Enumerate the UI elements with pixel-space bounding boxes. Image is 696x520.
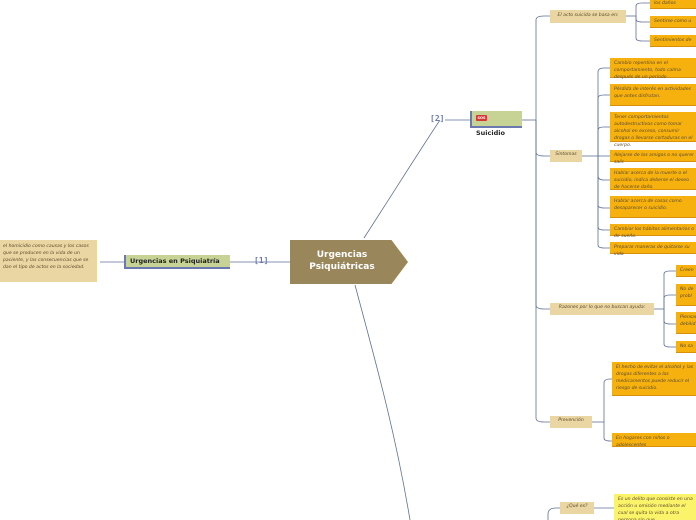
- branch-number-2: [2]: [430, 114, 445, 123]
- acto-item[interactable]: Sentimientos de: [650, 35, 696, 47]
- sintoma-item[interactable]: Cambio repentino en el comportamiento, t…: [610, 58, 696, 80]
- acto-item[interactable]: Sentirse como u: [650, 16, 696, 28]
- sintoma-item[interactable]: Hablar acerca de cosas como desaparecer …: [610, 196, 696, 218]
- razon-item[interactable]: Creen: [676, 265, 696, 277]
- sintoma-item[interactable]: Preparar maneras de quitarse su vida: [610, 242, 696, 257]
- sintoma-item[interactable]: Pérdida de interés en actividades que an…: [610, 84, 696, 106]
- branch-number-1: [1]: [254, 256, 269, 265]
- sintoma-item[interactable]: Cambiar los hábitos alimentarios o de su…: [610, 224, 696, 239]
- sos-icon: SOS: [476, 115, 488, 121]
- topic-urgencias-en-psiquiatria[interactable]: Urgencias en Psiquiatría: [124, 255, 230, 269]
- sintoma-item[interactable]: Hablar acerca de la muerte o el suicidio…: [610, 168, 696, 190]
- razones-node[interactable]: Razones por lo que no buscan ayuda:: [550, 303, 654, 315]
- acto-suicida-node[interactable]: El acto suicida se basa en:: [550, 10, 626, 23]
- sintoma-item[interactable]: Tener comportamientos autodestructivos c…: [610, 112, 696, 148]
- que-es-node[interactable]: ¿Qué es?: [560, 502, 594, 514]
- homicide-note[interactable]: el homicidio como causas y los casos que…: [0, 240, 97, 282]
- prevencion-item[interactable]: En hogares con niños o adolescentes: [612, 433, 696, 448]
- prevencion-node[interactable]: Prevención: [550, 416, 592, 428]
- central-topic[interactable]: Urgencias Psiquiátricas: [290, 240, 408, 284]
- sintoma-item[interactable]: Alejarse de los amigos o no querer salir…: [610, 150, 696, 165]
- prevencion-item[interactable]: El hecho de evitar el alcohol y las drog…: [612, 362, 696, 396]
- que-es-definition[interactable]: Es un delito que consiste en una acción …: [614, 494, 696, 520]
- razon-item[interactable]: No de probl: [676, 284, 696, 306]
- topic-suicidio[interactable]: SOSSuicidio: [470, 111, 522, 137]
- razon-item[interactable]: No sa: [676, 341, 696, 353]
- sintomas-node[interactable]: Síntomas: [550, 150, 582, 162]
- razon-item[interactable]: Piensan debilid: [676, 312, 696, 334]
- acto-item[interactable]: los daños: [650, 0, 696, 9]
